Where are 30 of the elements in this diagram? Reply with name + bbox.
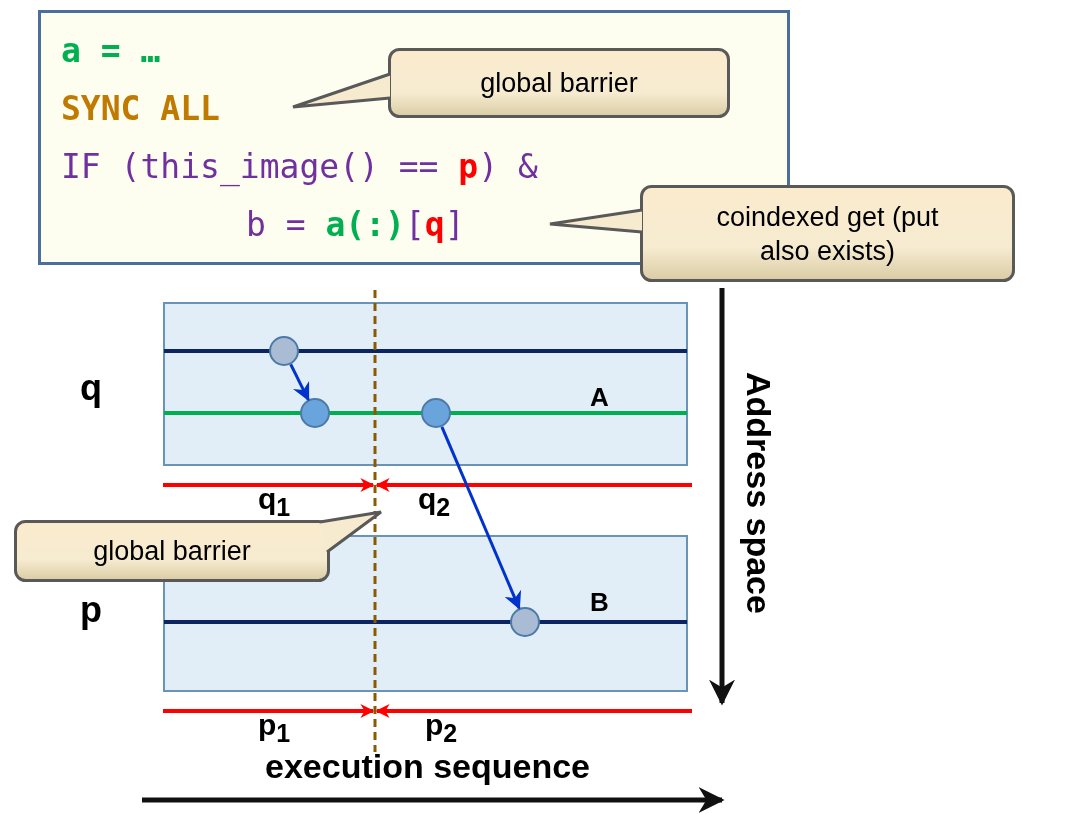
memory-region (163, 302, 688, 466)
data-point (269, 336, 299, 366)
code-token: a(:) (325, 205, 405, 245)
arrow (289, 363, 310, 402)
data-point (300, 398, 330, 428)
code-token: q (424, 205, 445, 245)
data-point (510, 607, 540, 637)
region-label: A (590, 383, 609, 412)
data-point (421, 398, 451, 428)
code-token: a = … (61, 31, 161, 71)
code-token: ] (444, 205, 465, 245)
axis-label: Address space (740, 372, 778, 614)
code-token: IF (this_image() == (61, 147, 439, 187)
segment-label: q$_{2}$ (418, 482, 451, 522)
callout-text: coindexed get (put also exists) (715, 200, 940, 268)
process-label: p (80, 590, 102, 630)
code-token: b = (246, 205, 306, 245)
segment-label: q$_{1}$ (258, 482, 291, 522)
segment-label: p$_{2}$ (425, 708, 458, 748)
segment-label: p$_{1}$ (258, 708, 291, 748)
region-label: B (590, 588, 609, 617)
code-token: ) & (478, 147, 538, 187)
code-token: SYNC ALL (61, 89, 220, 129)
callout-text: global barrier (93, 535, 251, 568)
callout-text: global barrier (480, 67, 638, 100)
arrow (440, 426, 522, 610)
code-token: [ (404, 205, 425, 245)
process-label: q (80, 368, 102, 408)
code-token: p (458, 147, 479, 187)
axis-label: execution sequence (265, 748, 590, 786)
